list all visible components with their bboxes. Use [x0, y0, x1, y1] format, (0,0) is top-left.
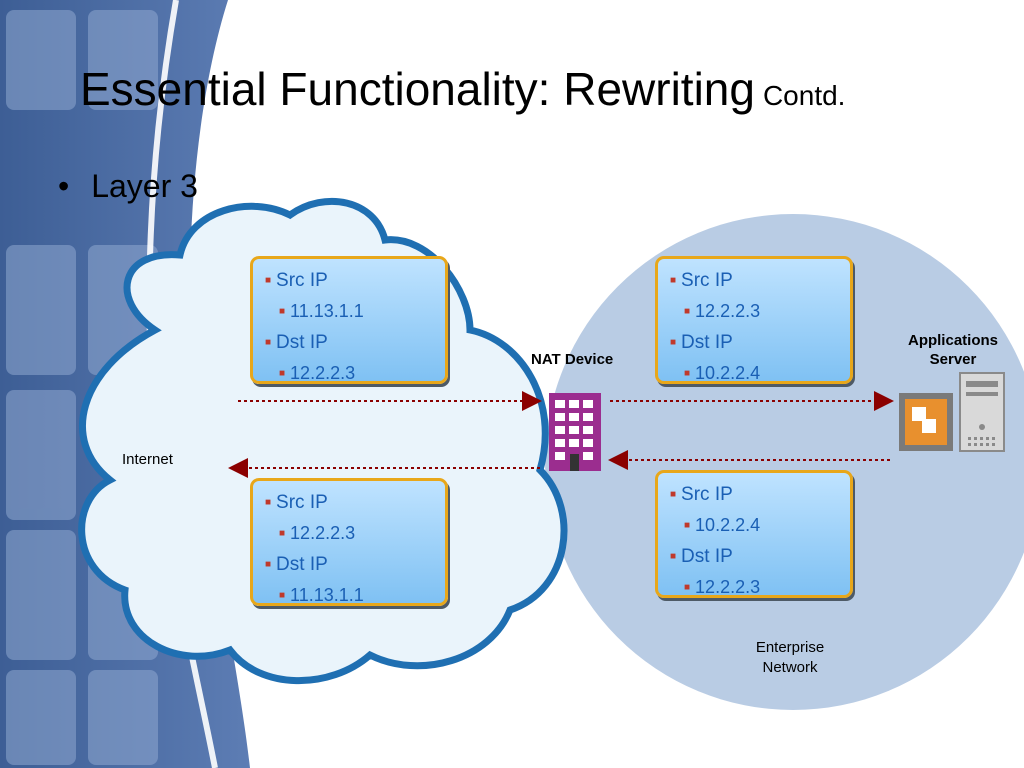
title-main: Essential Functionality: Rewriting — [80, 63, 755, 115]
src-ip-value: 12.2.2.3 — [695, 301, 761, 321]
packet-outbound-enterprise: ■Src IP ■12.2.2.3 ■Dst IP ■10.2.2.4 — [655, 256, 853, 384]
title-suffix: Contd. — [762, 80, 846, 111]
app-server-label: Applications Server — [893, 331, 1013, 369]
enterprise-label-line1: Enterprise — [755, 639, 825, 656]
src-ip-label: Src IP — [681, 270, 733, 291]
app-server-label-line1: Applications — [907, 332, 998, 349]
packet-inbound-enterprise: ■Src IP ■10.2.2.4 ■Dst IP ■12.2.2.3 — [655, 470, 853, 598]
dst-ip-value: 12.2.2.3 — [290, 363, 356, 383]
src-ip-label: Src IP — [276, 492, 328, 513]
server-icon — [959, 372, 1005, 452]
enterprise-label-line2: Network — [762, 659, 818, 676]
building-icon — [549, 393, 601, 471]
bullet-text: Layer 3 — [91, 168, 198, 204]
nat-device-label: NAT Device — [531, 351, 614, 368]
bullet-marker: • — [58, 168, 70, 204]
enterprise-network-label: Enterprise Network — [730, 638, 850, 678]
src-ip-value: 10.2.2.4 — [695, 515, 761, 535]
app-server-label-line2: Server — [929, 351, 977, 368]
packet-inbound-internet: ■Src IP ■12.2.2.3 ■Dst IP ■11.13.1.1 — [250, 478, 448, 606]
dst-ip-value: 11.13.1.1 — [290, 585, 364, 605]
application-icon — [899, 393, 953, 451]
internet-label: Internet — [122, 451, 173, 468]
dst-ip-label: Dst IP — [276, 554, 328, 575]
src-ip-label: Src IP — [276, 270, 328, 291]
dst-ip-label: Dst IP — [276, 332, 328, 353]
dst-ip-value: 10.2.2.4 — [695, 363, 761, 383]
src-ip-value: 11.13.1.1 — [290, 301, 364, 321]
dst-ip-label: Dst IP — [681, 332, 733, 353]
bullet-item: • Layer 3 — [58, 168, 198, 205]
dst-ip-label: Dst IP — [681, 546, 733, 567]
src-ip-value: 12.2.2.3 — [290, 523, 356, 543]
dst-ip-value: 12.2.2.3 — [695, 577, 761, 597]
src-ip-label: Src IP — [681, 484, 733, 505]
packet-outbound-internet: ■Src IP ■11.13.1.1 ■Dst IP ■12.2.2.3 — [250, 256, 448, 384]
